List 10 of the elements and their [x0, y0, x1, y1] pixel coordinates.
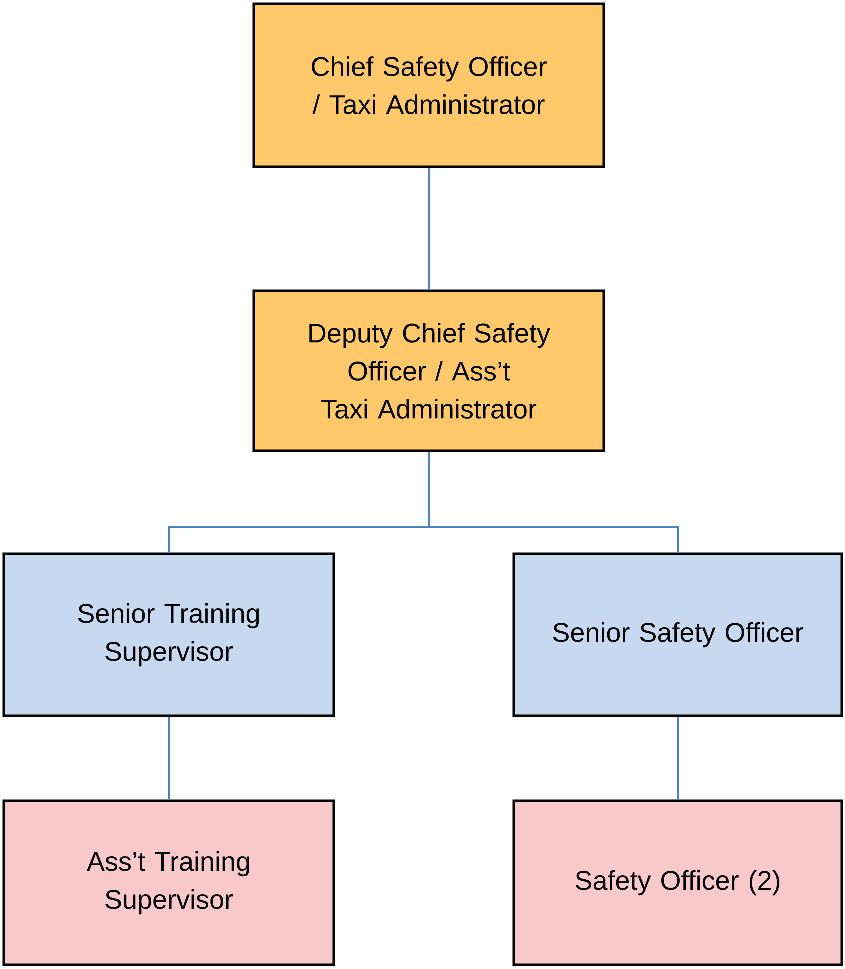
org-box: Safety Officer (2) [512, 800, 844, 966]
org-box: Deputy Chief Safety Officer / Ass’t Taxi Administrator [252, 290, 606, 452]
connector-line [428, 168, 430, 290]
org-box: Senior Safety Officer [512, 552, 844, 718]
connector-line [677, 717, 679, 800]
org-box: Senior Training Supervisor [2, 552, 336, 718]
connector-line [168, 717, 170, 800]
org-box: Chief Safety Officer / Taxi Administrator [252, 2, 606, 168]
org-box: Ass’t Training Supervisor [2, 800, 336, 966]
connector-line [428, 452, 679, 553]
